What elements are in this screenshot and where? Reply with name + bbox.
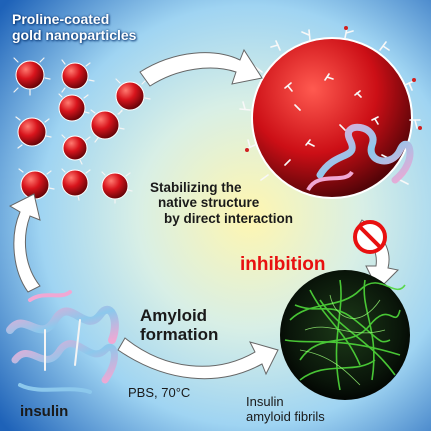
label-amyloid-line2: formation bbox=[140, 325, 219, 345]
label-nanoparticles: Proline-coated gold nanoparticles bbox=[12, 11, 137, 43]
label-nanoparticles-line2: gold nanoparticles bbox=[12, 26, 137, 43]
label-stabilizing: Stabilizing the native structure by dire… bbox=[150, 180, 293, 226]
label-stabilizing-line1: Stabilizing the bbox=[150, 180, 242, 195]
label-fibrils-line2: amyloid fibrils bbox=[246, 408, 325, 424]
label-insulin-text: insulin bbox=[20, 403, 69, 420]
label-amyloid-formation: Amyloid formation bbox=[140, 306, 218, 344]
label-pbs-text: PBS, 70°C bbox=[128, 385, 191, 400]
label-inhibition: inhibition bbox=[240, 254, 325, 275]
gold-nanoparticle-large bbox=[251, 37, 413, 199]
fibril-micrograph bbox=[280, 270, 410, 400]
label-insulin: insulin bbox=[20, 403, 69, 421]
nanoparticle-cluster bbox=[15, 60, 145, 200]
label-amyloid-line1: Amyloid bbox=[140, 306, 208, 325]
label-stabilizing-line3: by direct interaction bbox=[164, 210, 294, 226]
arrow-to-large-particle bbox=[139, 48, 263, 87]
insulin-structure bbox=[6, 290, 119, 394]
label-stabilizing-line2: native structure bbox=[158, 195, 260, 211]
arrow-amyloid-formation bbox=[117, 337, 279, 380]
label-nanoparticles-line1: Proline-coated bbox=[12, 11, 110, 27]
arrow-insulin-to-cluster bbox=[8, 193, 41, 293]
label-fibrils: Insulin amyloid fibrils bbox=[246, 394, 325, 424]
label-pbs: PBS, 70°C bbox=[128, 385, 191, 401]
label-fibrils-line1: Insulin bbox=[246, 394, 284, 409]
label-inhibition-text: inhibition bbox=[240, 254, 326, 275]
no-entry-sign-icon bbox=[353, 220, 387, 254]
